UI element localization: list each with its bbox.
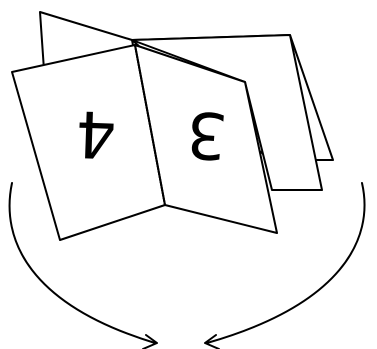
right-page-number: 3: [184, 96, 230, 173]
left-page-number: 4: [74, 95, 117, 170]
